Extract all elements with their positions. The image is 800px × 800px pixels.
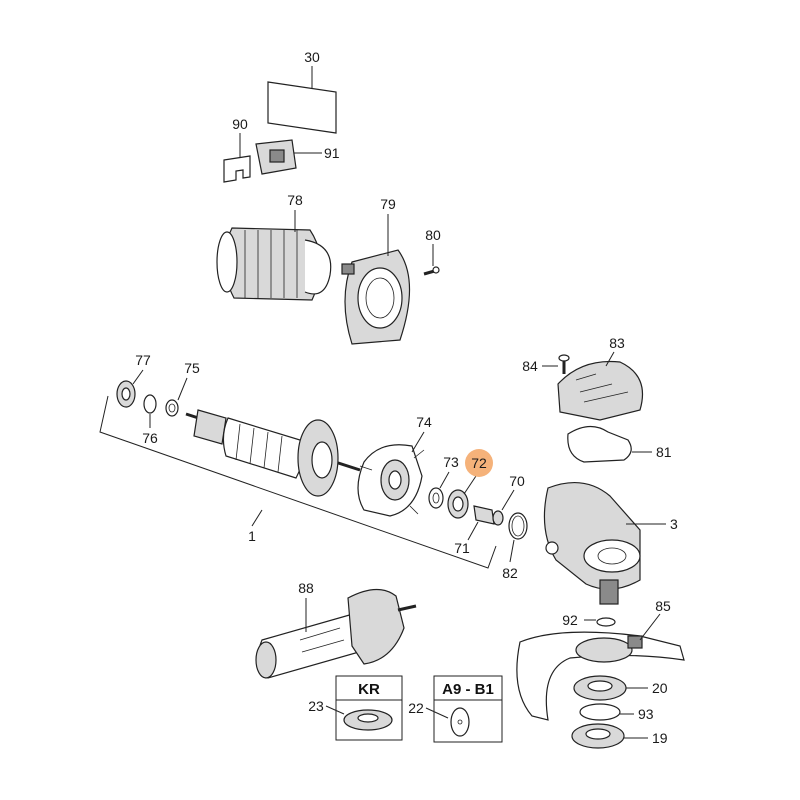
part-71-nut [467,505,495,541]
label-74: 74 [416,414,432,430]
part-83-cover-plate [557,351,644,421]
part-30-label-plate [267,66,337,134]
part-93-washer [579,703,634,721]
label-22: 22 [408,700,424,716]
label-83: 83 [609,335,625,351]
a9-b1-box: A9 - B1 [425,675,503,743]
kr-box: KR [325,675,403,741]
part-88-side-handle [255,588,417,679]
label-82: 82 [502,565,518,581]
part-74-fan [357,431,425,517]
part-3-gear-housing [543,482,666,605]
label-23: 23 [308,698,324,714]
part-78-stator [216,210,332,301]
label-78: 78 [287,192,303,208]
label-84: 84 [522,358,538,374]
label-72: 72 [471,455,487,471]
part-76-washer [143,394,157,428]
label-91: 91 [324,145,340,161]
part-82-o-ring [508,512,528,563]
kr-box-title: KR [358,681,380,698]
part-80-screw [423,244,440,276]
label-73: 73 [443,454,459,470]
part-70-collar [492,489,515,526]
label-80: 80 [425,227,441,243]
a9-b1-box-title: A9 - B1 [442,681,494,698]
part-90-clip [223,133,251,183]
label-88: 88 [298,580,314,596]
label-77: 77 [135,352,151,368]
label-1: 1 [248,528,256,544]
part-79-bearing-holder [341,214,411,345]
part-92-washer [584,617,616,627]
part-72-bearing [447,475,477,519]
label-85: 85 [655,598,671,614]
label-71: 71 [454,540,470,556]
part-19-nut [571,723,648,749]
label-76: 76 [142,430,158,446]
part-73-washer [428,471,450,509]
part-91-switch [255,139,322,175]
label-20: 20 [652,680,668,696]
label-30: 30 [304,49,320,65]
part-75-ring [165,377,188,417]
part-85-guard [516,613,685,721]
part-1-armature-bracket [99,395,497,569]
label-3: 3 [670,516,678,532]
label-70: 70 [509,473,525,489]
part-77-bearing [116,369,144,408]
part-81-gasket [567,425,652,463]
label-75: 75 [184,360,200,376]
label-93: 93 [638,706,654,722]
part-20-flange [573,675,648,701]
armature [185,409,361,497]
label-81: 81 [656,444,672,460]
part-84-screw [542,354,570,374]
highlight-marker-72 [465,449,493,477]
label-79: 79 [380,196,396,212]
label-92: 92 [562,612,578,628]
label-90: 90 [232,116,248,132]
callout-labels: 30 90 91 78 79 80 77 75 76 74 73 72 70 7… [135,49,678,746]
label-19: 19 [652,730,668,746]
